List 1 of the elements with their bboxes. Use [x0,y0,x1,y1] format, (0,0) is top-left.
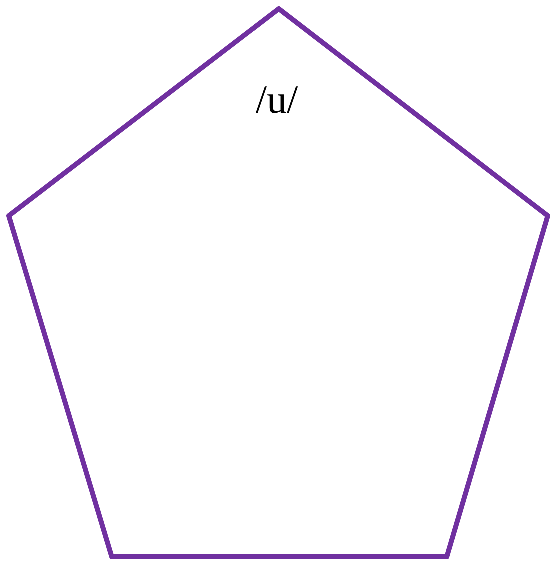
node-label: /u/ [256,76,298,123]
